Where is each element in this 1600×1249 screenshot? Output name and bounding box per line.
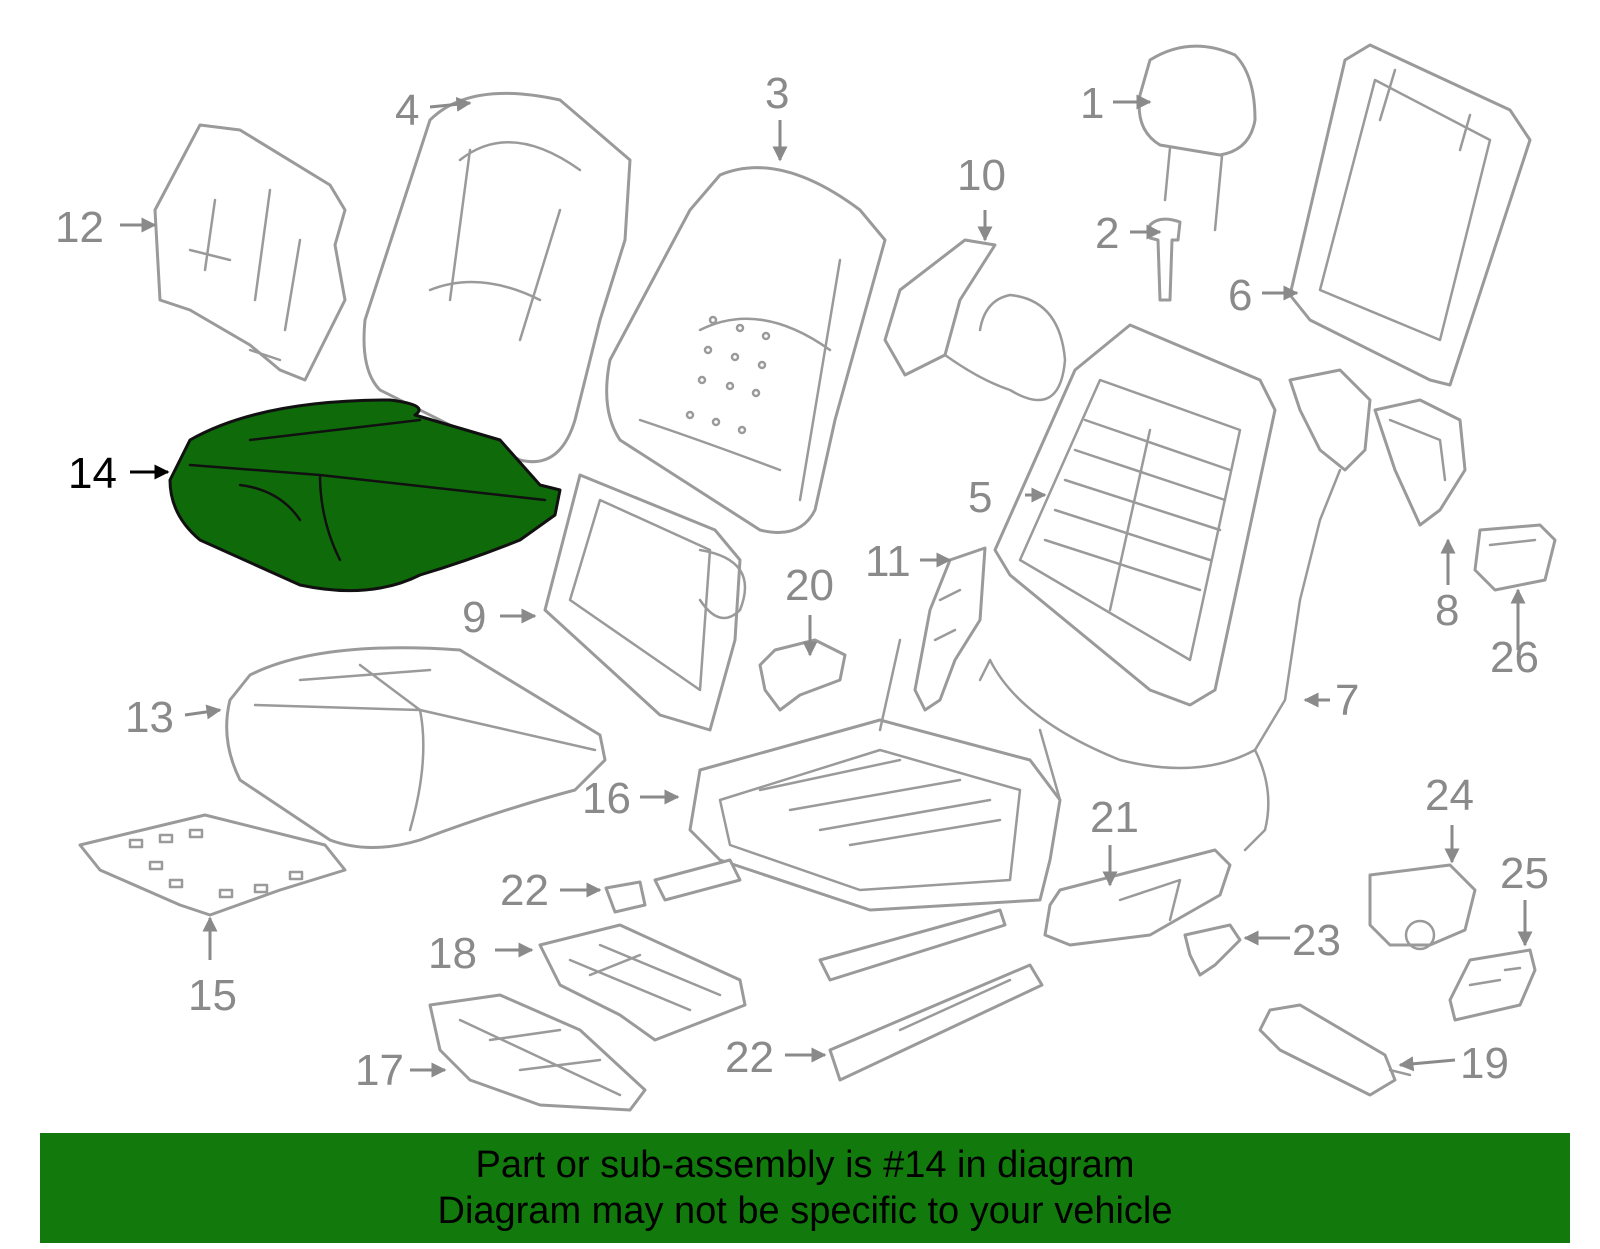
part-14-seat-cushion-highlighted bbox=[168, 398, 562, 593]
callout-5: 5 bbox=[968, 473, 992, 522]
callout-9: 9 bbox=[462, 593, 486, 642]
callout-arrows bbox=[120, 94, 1533, 1078]
callout-23: 23 bbox=[1292, 916, 1341, 965]
part-18-heating-mat bbox=[538, 923, 747, 1042]
banner-line-part-number: Part or sub-assembly is #14 in diagram bbox=[475, 1144, 1135, 1186]
part-22-clip-small bbox=[604, 880, 647, 914]
part-21-side-shield bbox=[1043, 848, 1232, 947]
callout-20: 20 bbox=[785, 561, 834, 610]
callout-17: 17 bbox=[355, 1046, 404, 1095]
callout-25: 25 bbox=[1500, 849, 1549, 898]
part-12-backrest-panel bbox=[153, 123, 347, 382]
part-23-cover-clip bbox=[1183, 923, 1242, 977]
callout-21: 21 bbox=[1090, 793, 1139, 842]
callout-numbers: 1 2 3 4 5 6 7 8 9 10 11 12 13 14 15 16 1… bbox=[55, 69, 1549, 1095]
callout-3: 3 bbox=[765, 69, 789, 118]
callout-1: 1 bbox=[1080, 79, 1104, 128]
callout-7: 7 bbox=[1335, 676, 1359, 725]
part-15-base-mat bbox=[78, 813, 347, 917]
part-22-rail-cover bbox=[828, 963, 1044, 1082]
part-6-backrest-back-panel bbox=[1288, 43, 1532, 387]
part-19-actuator bbox=[1258, 1003, 1412, 1097]
callout-22-lower: 22 bbox=[725, 1033, 774, 1082]
callout-10: 10 bbox=[957, 151, 1006, 200]
callout-26: 26 bbox=[1490, 633, 1539, 682]
banner-line-disclaimer: Diagram may not be specific to your vehi… bbox=[437, 1190, 1173, 1232]
callout-11: 11 bbox=[865, 537, 911, 586]
callout-18: 18 bbox=[428, 929, 477, 978]
part-5-backrest-frame bbox=[993, 323, 1277, 707]
callout-4: 4 bbox=[395, 86, 419, 135]
callout-16: 16 bbox=[582, 774, 631, 823]
part-7-upper-housing bbox=[1288, 368, 1372, 472]
part-8-side-trim bbox=[1373, 398, 1467, 527]
info-banner: Part or sub-assembly is #14 in diagram D… bbox=[40, 1133, 1570, 1243]
part-25-switch-panel bbox=[1448, 948, 1537, 1022]
callout-15: 15 bbox=[188, 971, 237, 1020]
callout-14-highlighted: 14 bbox=[68, 449, 117, 498]
callout-8: 8 bbox=[1435, 586, 1459, 635]
callout-24: 24 bbox=[1425, 771, 1474, 820]
part-17-lower-panel bbox=[428, 993, 647, 1112]
part-13-cushion-cover bbox=[225, 646, 607, 849]
part-26-switch bbox=[1473, 523, 1557, 592]
part-20-trim-piece bbox=[758, 638, 847, 712]
part-11-side-bracket bbox=[913, 546, 987, 712]
callout-19: 19 bbox=[1460, 1039, 1509, 1088]
part-10-side-airbag bbox=[883, 238, 1067, 402]
callout-2: 2 bbox=[1095, 209, 1119, 258]
part-7-wiring-harness bbox=[978, 468, 1342, 852]
part-1-headrest bbox=[1137, 44, 1257, 232]
part-3-trim-cover bbox=[605, 166, 887, 534]
callout-22-upper: 22 bbox=[500, 866, 549, 915]
part-4-backrest-cover bbox=[362, 91, 632, 464]
part-16-seat-frame bbox=[653, 638, 1062, 982]
part-24-motor bbox=[1368, 863, 1477, 951]
part-9-cushion-pan bbox=[543, 473, 747, 732]
callout-13: 13 bbox=[125, 693, 174, 742]
callout-12: 12 bbox=[55, 203, 104, 252]
callout-6: 6 bbox=[1228, 271, 1252, 320]
